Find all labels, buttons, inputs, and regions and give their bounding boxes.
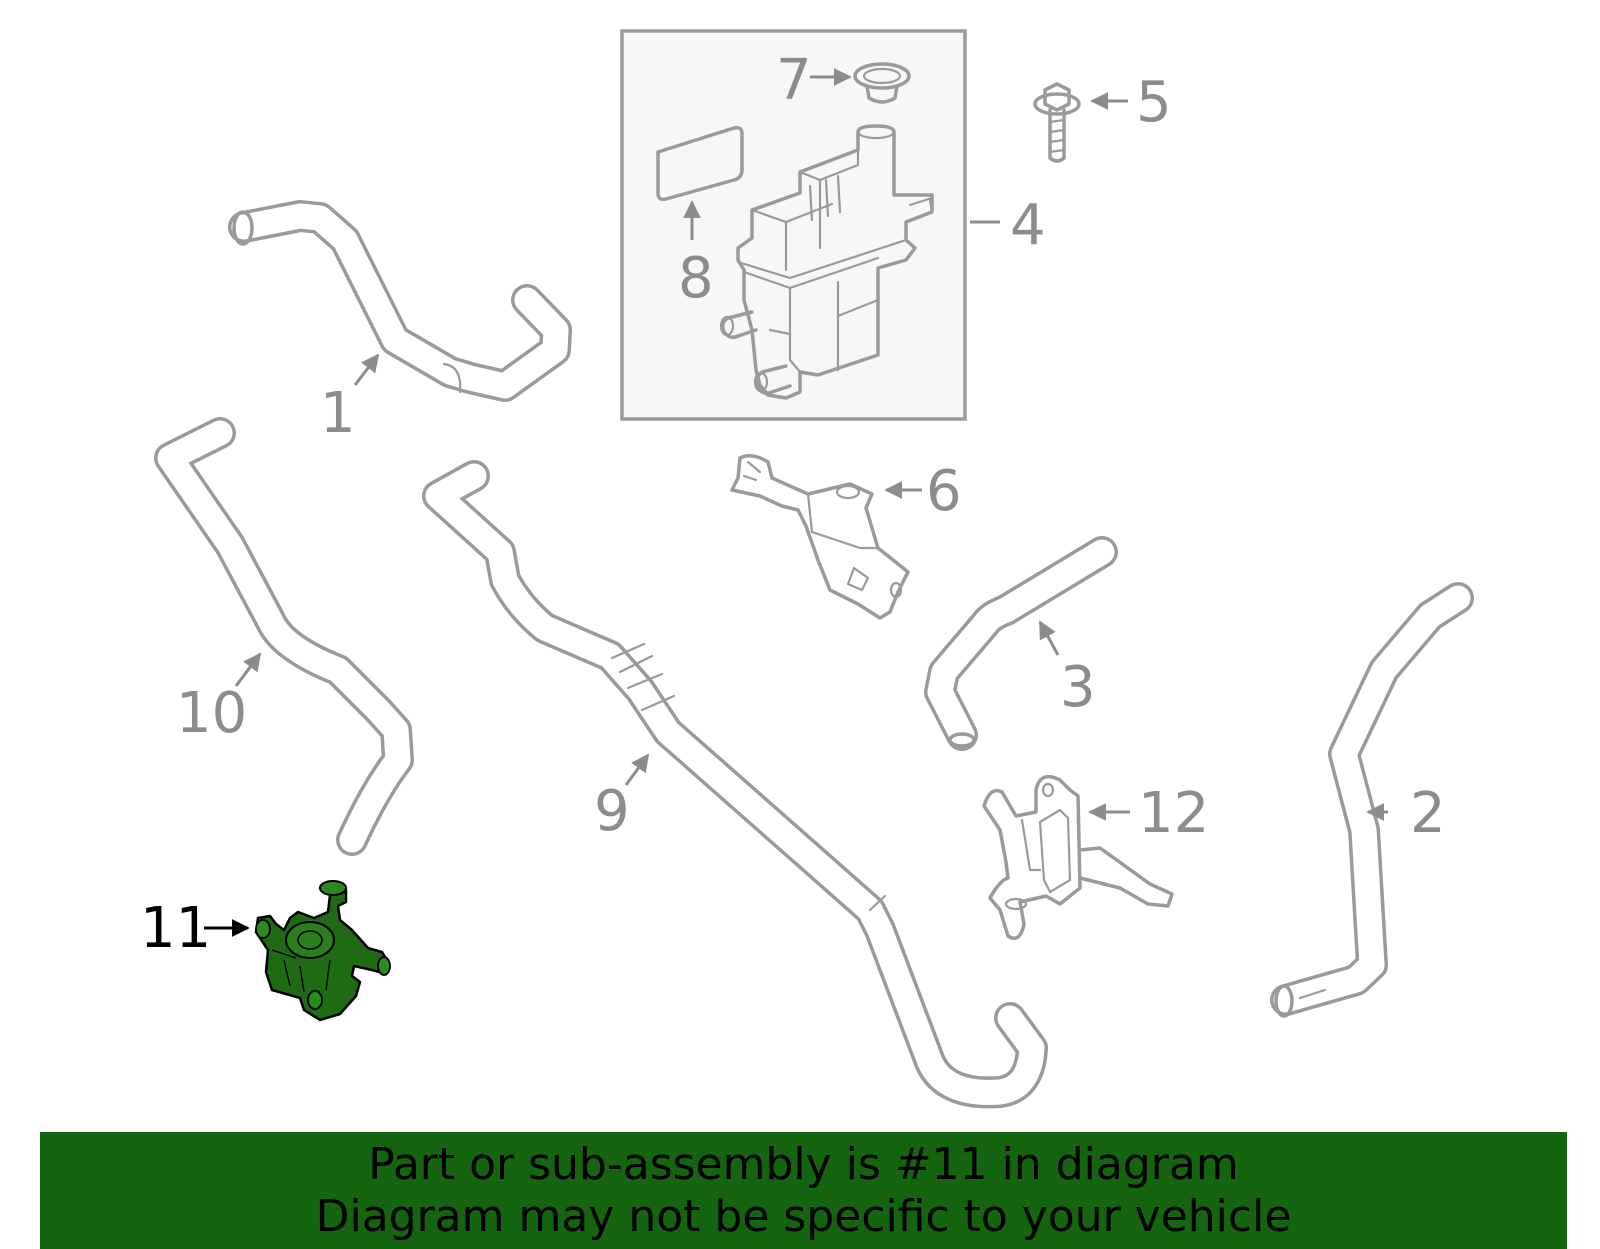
callout-2[interactable]: 2 (1410, 781, 1446, 846)
callout-6[interactable]: 6 (926, 459, 962, 524)
water-pump-part-11[interactable] (254, 880, 391, 1022)
hose-part-9[interactable] (422, 460, 1048, 1109)
callout-12[interactable]: 12 (1138, 781, 1209, 846)
reservoir-cap-part-7[interactable] (853, 62, 911, 104)
callout-4[interactable]: 4 (1010, 193, 1046, 258)
callout-11[interactable]: 11 (140, 896, 211, 961)
hose-part-1[interactable] (228, 200, 572, 402)
hose-part-10[interactable] (154, 417, 414, 856)
banner-line-disclaimer: Diagram may not be specific to your vehi… (315, 1190, 1292, 1242)
callout-5[interactable]: 5 (1136, 70, 1172, 135)
callout-leaders (204, 68, 1388, 937)
callout-9[interactable]: 9 (594, 779, 630, 844)
reservoir-inset-box[interactable] (620, 29, 967, 421)
bolt-part-5[interactable] (1033, 82, 1081, 163)
callout-3[interactable]: 3 (1060, 655, 1096, 720)
hose-part-3[interactable] (924, 536, 1118, 751)
bracket-part-6[interactable] (730, 454, 910, 620)
hose-part-2[interactable] (1270, 582, 1474, 1018)
callout-7[interactable]: 7 (776, 48, 812, 113)
reservoir-tank-part-4[interactable] (719, 124, 934, 400)
cooler-part-12[interactable] (982, 774, 1174, 940)
banner-line-part-number: Part or sub-assembly is #11 in diagram (368, 1138, 1239, 1190)
callout-1[interactable]: 1 (320, 381, 356, 446)
callout-10[interactable]: 10 (176, 681, 247, 746)
callout-numbers: 1 2 3 4 5 6 7 8 9 10 11 12 (140, 48, 1446, 961)
callout-8[interactable]: 8 (678, 246, 714, 311)
warning-label-part-8[interactable] (656, 125, 744, 202)
part-info-banner: Part or sub-assembly is #11 in diagram D… (40, 1132, 1567, 1249)
